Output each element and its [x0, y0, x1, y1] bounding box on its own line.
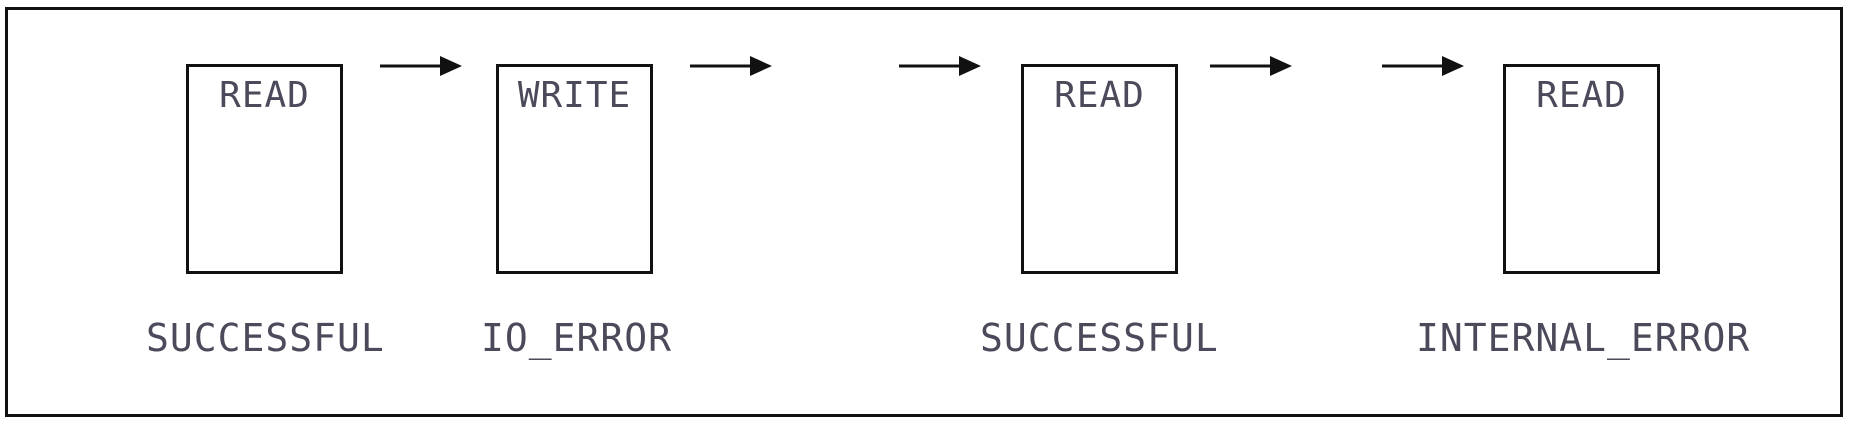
- arrow-1: [380, 56, 462, 76]
- status-label-4: INTERNAL_ERROR: [1416, 316, 1751, 360]
- operation-label-2: WRITE: [517, 75, 632, 116]
- arrow-5: [1382, 56, 1464, 76]
- operation-box-4: READ: [1503, 64, 1660, 274]
- operation-box-3: READ: [1021, 64, 1178, 274]
- operation-label-4: READ: [1536, 75, 1627, 116]
- status-label-1: SUCCESSFUL: [146, 316, 385, 360]
- operation-box-2: WRITE: [496, 64, 653, 274]
- arrow-4: [1210, 56, 1292, 76]
- arrow-3: [899, 56, 981, 76]
- operation-label-1: READ: [219, 75, 310, 116]
- status-label-2: IO_ERROR: [481, 316, 673, 360]
- status-label-3: SUCCESSFUL: [980, 316, 1219, 360]
- operation-label-3: READ: [1054, 75, 1145, 116]
- arrow-2: [690, 56, 772, 76]
- diagram-frame: READ SUCCESSFUL WRITE IO_ERROR READ SUCC…: [5, 7, 1843, 417]
- operation-box-1: READ: [186, 64, 343, 274]
